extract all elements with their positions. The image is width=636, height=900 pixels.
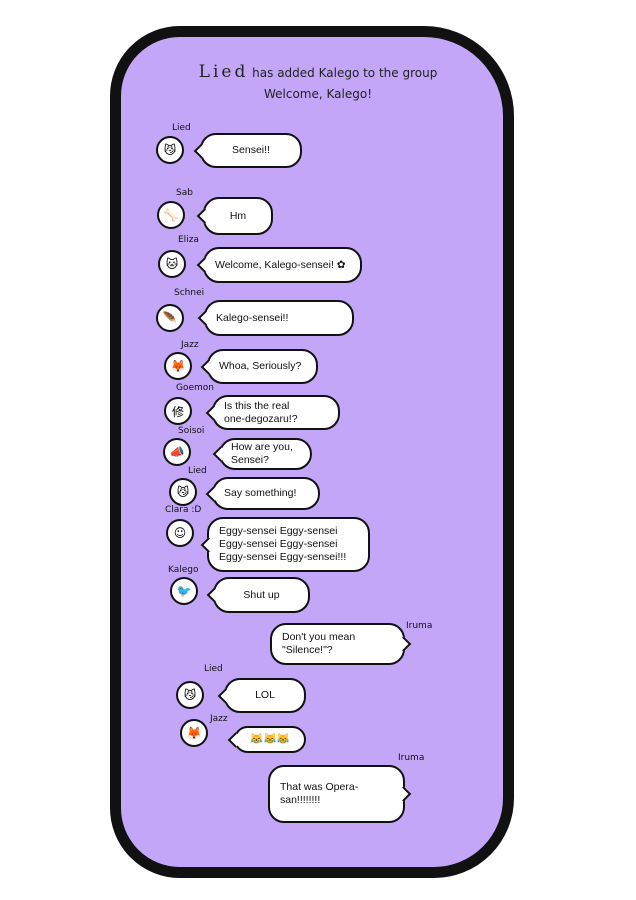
message-text: Don't you mean "Silence!"? <box>282 631 356 656</box>
clara-face-icon[interactable]: ☺ <box>166 519 194 547</box>
sender-name: Schnei <box>174 288 205 298</box>
sender-name: Iruma <box>406 621 433 631</box>
cat-face-icon[interactable]: 😼 <box>176 681 204 709</box>
message-bubble: LOL <box>217 678 306 713</box>
message-bubble: Is this the real one-degozaru!? <box>205 395 340 430</box>
sender-name: Jazz <box>210 714 228 724</box>
megaphone-icon[interactable]: 📣 <box>163 438 191 466</box>
message-bubble: How are you, Sensei? <box>212 438 312 470</box>
sender-name: Kalego <box>168 565 199 575</box>
sender-name: Jazz <box>181 340 199 350</box>
message-bubble: Whoa, Seriously? <box>200 349 318 384</box>
message-text: 😹😹😹 <box>250 733 290 745</box>
message-bubble: Shut up <box>206 577 310 613</box>
system-message-added: Lied has added Kalego to the group <box>0 62 636 83</box>
message-text: Kalego-sensei!! <box>216 311 289 324</box>
bone-icon[interactable]: 🦴 <box>157 201 185 229</box>
cat-face-icon[interactable]: 😼 <box>169 478 197 506</box>
sender-name: Lied <box>172 123 191 133</box>
sender-name: Soisoi <box>178 426 205 436</box>
message-bubble: 😹😹😹 <box>227 726 306 753</box>
message-bubble: Say something! <box>205 477 320 510</box>
bird-silhouette-icon[interactable]: 🐦 <box>170 577 198 605</box>
message-text: Shut up <box>243 588 280 601</box>
fox-face-icon[interactable]: 🦊 <box>164 352 192 380</box>
message-bubble: Hm <box>196 197 273 235</box>
sender-name: Lied <box>204 664 223 674</box>
message-bubble: Don't you mean "Silence!"? <box>270 623 412 665</box>
cat-face-icon[interactable]: 😼 <box>156 136 184 164</box>
message-text: Say something! <box>224 487 297 499</box>
fox-face-icon[interactable]: 🦊 <box>180 719 208 747</box>
system-actor: Lied <box>198 62 249 82</box>
system-action: has added Kalego to the group <box>252 66 438 80</box>
system-welcome: Welcome, Kalego! <box>263 87 373 101</box>
message-bubble: Kalego-sensei!! <box>197 300 354 336</box>
message-text: Hm <box>229 209 247 222</box>
message-text: How are you, Sensei? <box>231 441 293 466</box>
sender-name: Goemon <box>176 383 214 393</box>
cat-ears-face-icon[interactable]: 🐱 <box>158 250 186 278</box>
message-bubble: Sensei!! <box>193 133 302 168</box>
message-text: LOL <box>255 689 275 701</box>
message-text: Sensei!! <box>232 144 270 156</box>
message-text: Eggy-sensei Eggy-sensei Eggy-sensei Eggy… <box>219 525 347 563</box>
sender-name: Iruma <box>398 753 425 763</box>
feather-icon[interactable]: 🪶 <box>156 304 184 332</box>
message-text: Is this the real one-degozaru!? <box>224 399 298 425</box>
message-bubble: Eggy-sensei Eggy-sensei Eggy-sensei Eggy… <box>200 517 370 572</box>
sender-name: Clara :D <box>165 505 202 515</box>
sender-name: Lied <box>188 466 207 476</box>
message-bubble: Welcome, Kalego-sensei! ✿ <box>196 247 362 283</box>
kanji-icon[interactable]: 修 <box>164 397 192 425</box>
message-bubble: That was Opera- san!!!!!!!! <box>268 765 412 823</box>
message-text: Whoa, Seriously? <box>219 360 302 372</box>
sender-name: Eliza <box>178 235 199 245</box>
message-text: Welcome, Kalego-sensei! ✿ <box>215 258 346 271</box>
sender-name: Sab <box>176 188 193 198</box>
message-text: That was Opera- san!!!!!!!! <box>280 781 359 806</box>
